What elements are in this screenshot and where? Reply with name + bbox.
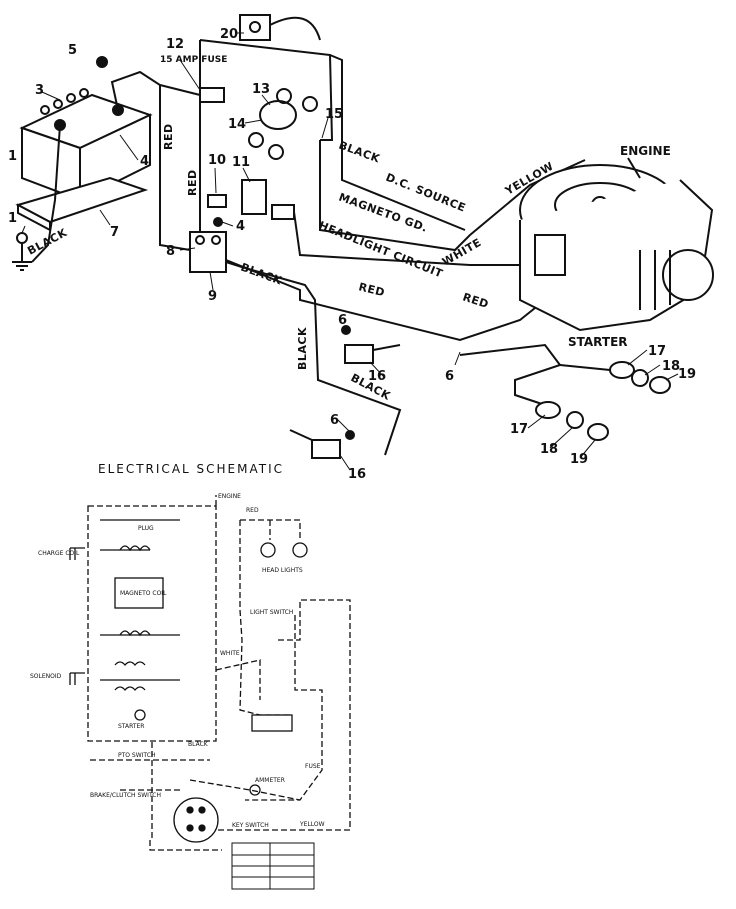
wire-label-dc-source: D.C. SOURCE bbox=[384, 171, 468, 215]
battery-tray bbox=[15, 176, 149, 232]
fuse-holder bbox=[199, 87, 225, 103]
connector-16-upper bbox=[341, 325, 401, 364]
headlight-wire bbox=[293, 211, 525, 266]
fuse-label: 15 AMP FUSE bbox=[160, 55, 227, 65]
sch-magneto: MAGNETO COIL bbox=[120, 590, 167, 597]
callout-19a: 19 bbox=[678, 367, 696, 382]
callout-17b: 17 bbox=[510, 422, 528, 437]
sch-engine: ENGINE bbox=[218, 493, 241, 500]
callout-4b: 4 bbox=[236, 219, 245, 234]
wire-label-black-1: BLACK bbox=[25, 226, 69, 258]
wire-label-black-2: BLACK bbox=[239, 261, 284, 288]
callout-17a: 17 bbox=[648, 344, 666, 359]
sch-black: BLACK bbox=[188, 741, 209, 748]
callout-13: 13 bbox=[252, 82, 270, 97]
callout-19b: 19 bbox=[570, 452, 588, 467]
callout-3: 3 bbox=[35, 83, 44, 98]
battery bbox=[19, 88, 153, 202]
headlight-left bbox=[535, 401, 609, 441]
callout-12: 12 bbox=[166, 37, 184, 52]
schematic-coils bbox=[69, 519, 308, 843]
nut-4 bbox=[213, 217, 223, 227]
schematic-legend-table bbox=[231, 842, 315, 890]
sch-white: WHITE bbox=[220, 650, 240, 657]
callout-7: 7 bbox=[110, 225, 119, 240]
schematic-engine-box bbox=[87, 505, 217, 742]
callout-16a: 16 bbox=[368, 369, 386, 384]
callout-10: 10 bbox=[208, 153, 226, 168]
callout-15: 15 bbox=[325, 107, 343, 122]
wire-label-red-1: RED bbox=[162, 123, 175, 150]
red-wire-starter bbox=[459, 343, 562, 406]
starter-label: STARTER bbox=[568, 335, 628, 349]
engine-label: ENGINE bbox=[620, 144, 671, 158]
callout-5: 5 bbox=[68, 43, 77, 58]
wire-label-red-4: RED bbox=[461, 290, 490, 311]
engine bbox=[519, 164, 714, 332]
wire-starter-lights bbox=[559, 364, 611, 371]
callout-20: 20 bbox=[220, 27, 238, 42]
main-harness-loop bbox=[199, 39, 334, 141]
solenoid bbox=[189, 231, 246, 273]
sch-plug: PLUG bbox=[138, 525, 154, 532]
callout-18b: 18 bbox=[540, 442, 558, 457]
schematic bbox=[87, 495, 351, 851]
connector-16-lower bbox=[289, 429, 355, 459]
callout-6b: 6 bbox=[338, 313, 347, 328]
headlight-right bbox=[609, 361, 671, 394]
sch-starter: STARTER bbox=[118, 723, 144, 730]
screw-5 bbox=[96, 56, 108, 68]
callout-6c: 6 bbox=[330, 413, 339, 428]
sch-charge: CHARGE COIL bbox=[38, 550, 80, 557]
callout-1b: 1 bbox=[8, 211, 17, 226]
callout-8: 8 bbox=[166, 244, 175, 259]
sch-fuse: FUSE bbox=[305, 763, 321, 770]
wire-label-red-2: RED bbox=[186, 169, 199, 196]
callout-9: 9 bbox=[208, 289, 217, 304]
sch-yellow: YELLOW bbox=[299, 821, 325, 828]
schematic-title: ELECTRICAL SCHEMATIC bbox=[98, 462, 284, 476]
callout-6a: 6 bbox=[445, 369, 454, 384]
red-wire-main bbox=[225, 259, 546, 342]
callout-4a: 4 bbox=[140, 154, 149, 169]
sch-head-lights: HEAD LIGHTS bbox=[262, 567, 303, 574]
sch-ammeter: AMMETER bbox=[255, 777, 285, 784]
key-switch-assembly bbox=[239, 14, 321, 41]
sch-pto-switch: PTO SWITCH bbox=[118, 752, 155, 759]
wire-label-black-3: BLACK bbox=[296, 327, 309, 370]
switch-part-11 bbox=[241, 179, 267, 215]
sch-red: RED bbox=[246, 507, 259, 514]
magneto-wire bbox=[341, 140, 466, 231]
light-switch-part bbox=[207, 194, 227, 208]
black-wire-main bbox=[244, 267, 402, 456]
battery-ground-cable bbox=[31, 124, 61, 263]
sch-key-switch: KEY SWITCH bbox=[232, 822, 269, 829]
callout-14: 14 bbox=[228, 117, 246, 132]
callout-11: 11 bbox=[232, 155, 250, 170]
wire-label-red-3: RED bbox=[357, 280, 386, 299]
callout-18a: 18 bbox=[662, 359, 680, 374]
sch-solenoid: SOLENOID bbox=[30, 673, 62, 680]
sch-light-switch: LIGHT SWITCH bbox=[250, 609, 293, 616]
wire-label-black-5: BLACK bbox=[337, 139, 382, 166]
connector-headlight bbox=[271, 204, 295, 220]
battery-positive-cable bbox=[110, 70, 191, 251]
sch-brake-switch: BRAKE/CLUTCH SWITCH bbox=[90, 792, 161, 799]
ammeter-part bbox=[248, 88, 318, 160]
callout-16b: 16 bbox=[348, 467, 366, 482]
callout-1a: 1 bbox=[8, 149, 17, 164]
